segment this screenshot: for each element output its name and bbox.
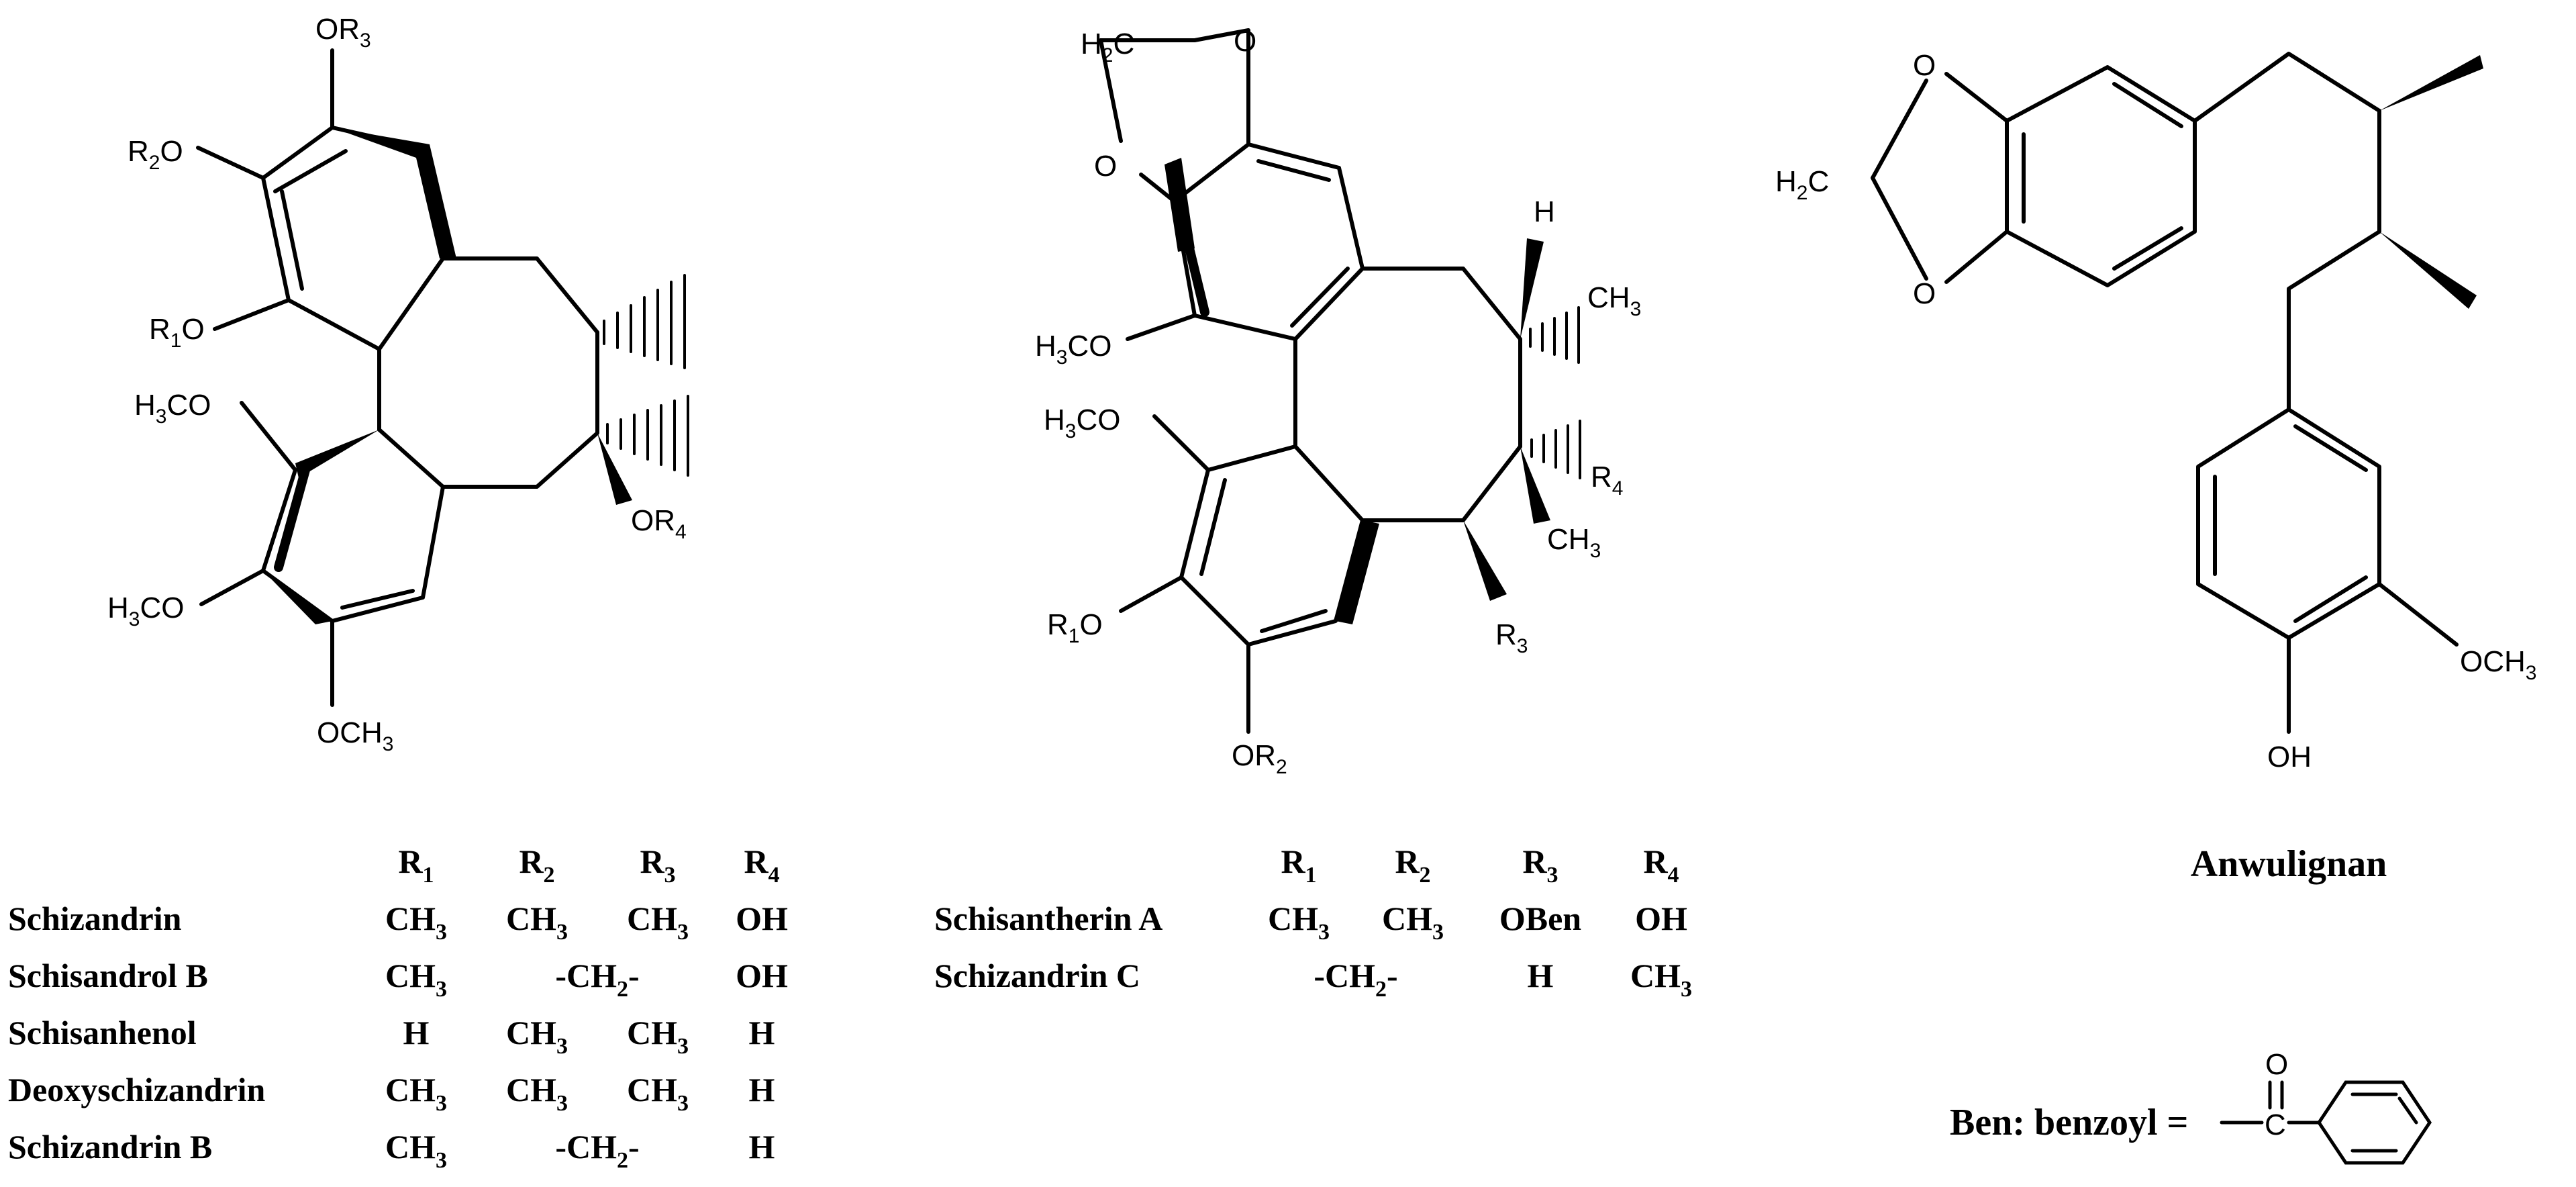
s1-or3: OR3 xyxy=(315,13,371,52)
s3-o-bottom: O xyxy=(1913,277,1936,310)
s1-r2o: R2O xyxy=(128,135,183,174)
table1-cell: CH3 xyxy=(506,900,568,945)
table1-cell: CH3 xyxy=(385,957,447,1002)
table2-row-name: Schizandrin C xyxy=(934,957,1140,994)
table2-header-r2: R2 xyxy=(1395,843,1430,888)
s2-r1o: R1O xyxy=(1047,608,1103,647)
table1-header-r4: R4 xyxy=(744,843,779,888)
benzoyl-c: C xyxy=(2265,1108,2286,1141)
table1-row-name: Schisandrol B xyxy=(8,957,208,994)
table2-row-name: Schisantherin A xyxy=(934,900,1162,937)
anwulignan-structure xyxy=(1871,52,2483,734)
table1-cell: H xyxy=(403,1014,430,1051)
table1-row-name: Schizandrin xyxy=(8,900,182,937)
s1-h3co-a: H3CO xyxy=(134,389,211,428)
table2-cell: -CH2- xyxy=(1314,957,1397,1002)
table2-cell: H xyxy=(1528,957,1554,994)
schisantherin-type-substituents: H2C O O H3CO H3CO R1O OR2 H CH3 R4 CH3 R… xyxy=(1035,25,1641,778)
s1-r1o: R1O xyxy=(149,313,205,352)
s3-o-top: O xyxy=(1913,49,1936,82)
s1-och3: OCH3 xyxy=(317,716,393,755)
table1-cell: CH3 xyxy=(385,1071,447,1116)
s2-ch3-b: CH3 xyxy=(1547,523,1601,562)
benzoyl-label: Ben: benzoyl = xyxy=(1950,1102,2188,1143)
table1-cell: CH3 xyxy=(385,1128,447,1173)
schizandrin-type-substituents: OR3 R2O R1O H3CO H3CO OCH3 OR4 xyxy=(107,13,687,755)
table1-header-r3: R3 xyxy=(640,843,675,888)
table2-cell: CH3 xyxy=(1382,900,1444,945)
s2-h3co-a: H3CO xyxy=(1035,330,1111,369)
table2-cell: OBen xyxy=(1499,900,1581,937)
benzoyl-definition: Ben: benzoyl = O C xyxy=(1950,1048,2432,1165)
benzoyl-o: O xyxy=(2265,1048,2288,1081)
table2-header-r3: R3 xyxy=(1522,843,1558,888)
table1-cell: -CH2- xyxy=(555,957,639,1002)
s1-h3co-b: H3CO xyxy=(107,591,184,630)
table1-cell: CH3 xyxy=(627,1014,689,1059)
s2-h2c: H2C xyxy=(1081,28,1134,66)
anwulignan-caption: Anwulignan xyxy=(2191,843,2387,885)
s2-o-top: O xyxy=(1234,25,1256,58)
table1-cell: CH3 xyxy=(506,1014,568,1059)
table2-cell: CH3 xyxy=(1630,957,1692,1002)
table1-cell: OH xyxy=(736,957,788,994)
s2-r4: R4 xyxy=(1591,461,1623,500)
table2-header-r4: R4 xyxy=(1643,843,1679,888)
table1-row-name: Schisanhenol xyxy=(8,1014,197,1051)
table1-cell: OH xyxy=(736,900,788,937)
s2-h3co-b: H3CO xyxy=(1044,403,1120,442)
table1-cell: CH3 xyxy=(627,900,689,945)
table1-row-name: Schizandrin B xyxy=(8,1128,212,1166)
table2-cell: OH xyxy=(1635,900,1687,937)
table1-cell: H xyxy=(749,1071,775,1108)
table1-header-r1: R1 xyxy=(398,843,434,888)
schizandrin-type-structure xyxy=(196,48,689,707)
table2-cell: CH3 xyxy=(1268,900,1330,945)
s3-och3: OCH3 xyxy=(2460,645,2536,684)
table1-cell: CH3 xyxy=(627,1071,689,1116)
table2-header-r1: R1 xyxy=(1281,843,1316,888)
s2-o-left: O xyxy=(1094,150,1117,183)
s2-or2: OR2 xyxy=(1232,739,1287,778)
table1-cell: CH3 xyxy=(506,1071,568,1116)
table1-cell: -CH2- xyxy=(555,1128,639,1173)
s3-oh: OH xyxy=(2267,741,2312,773)
table1-cell: H xyxy=(749,1128,775,1166)
s2-h: H xyxy=(1534,195,1555,228)
s1-or4: OR4 xyxy=(631,504,687,543)
table1-cell: CH3 xyxy=(385,900,447,945)
schisantherin-type-structure xyxy=(1099,28,1581,734)
table1-header-r2: R2 xyxy=(519,843,554,888)
table1-row-name: Deoxyschizandrin xyxy=(8,1071,266,1108)
s3-h2c: H2C xyxy=(1775,165,1829,204)
anwulignan-substituents: O O H2C OCH3 OH Anwulignan xyxy=(1775,49,2536,885)
s2-ch3-a: CH3 xyxy=(1587,281,1641,320)
s2-r3: R3 xyxy=(1495,618,1528,657)
table1-cell: H xyxy=(749,1014,775,1051)
